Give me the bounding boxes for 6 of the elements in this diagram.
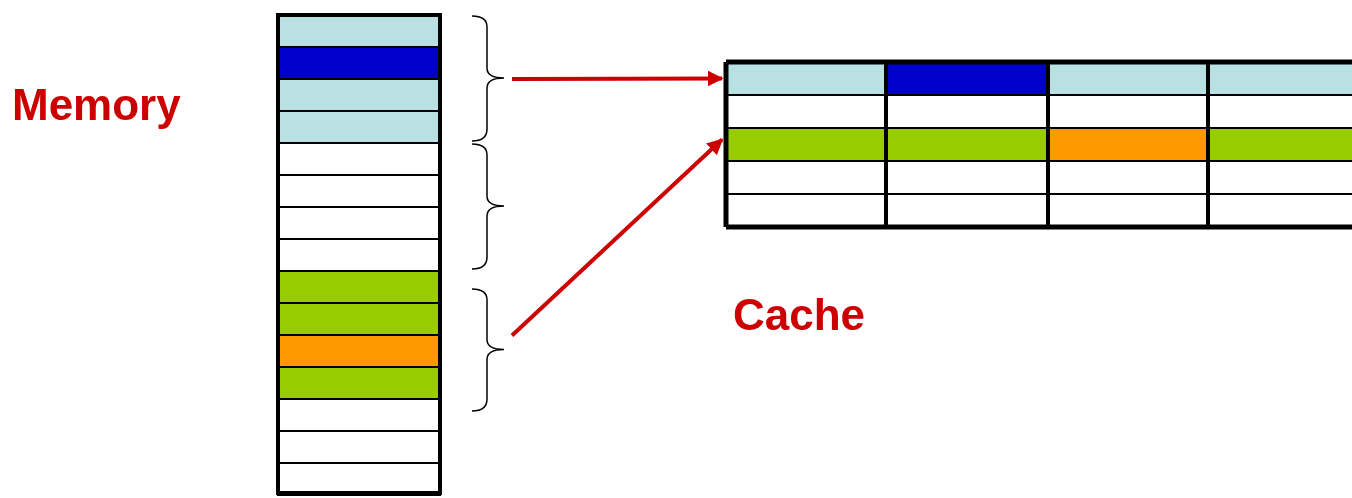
heading-label: Memory xyxy=(12,80,181,130)
cache-line xyxy=(726,128,1352,161)
arrow xyxy=(510,138,724,337)
arrow xyxy=(512,70,724,87)
cache-line xyxy=(726,62,1352,95)
heading-label: Cache xyxy=(733,290,866,340)
